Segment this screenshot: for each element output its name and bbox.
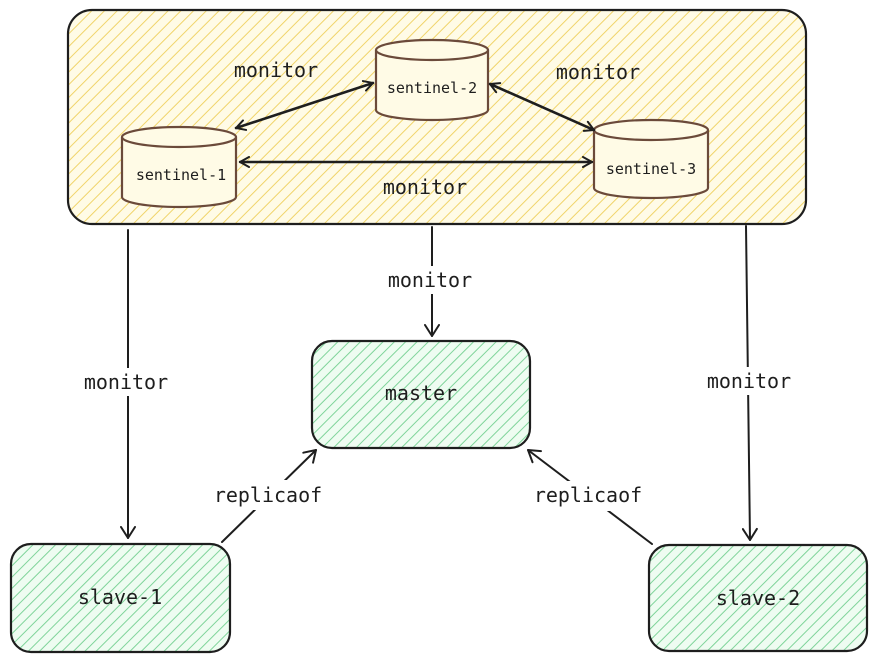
edge-label-s1-s3: monitor	[383, 175, 467, 199]
slave-2-label: slave-2	[716, 586, 800, 610]
master-label: master	[385, 381, 457, 405]
sentinel-3-label: sentinel-3	[606, 160, 696, 178]
sentinel-2-node: sentinel-2	[374, 38, 490, 122]
edge-s1-s2	[234, 80, 375, 131]
slave-1-label: slave-1	[78, 585, 162, 609]
sentinel-1-node: sentinel-1	[120, 125, 238, 209]
slave-1-node: slave-1	[9, 542, 232, 654]
sentinel-1-label: sentinel-1	[136, 166, 226, 184]
edge-label-group-slave-2: monitor	[707, 369, 791, 393]
master-node: master	[310, 339, 532, 450]
sentinel-2-label: sentinel-2	[387, 79, 477, 97]
edge-label-slave-1-master: replicaof	[214, 483, 322, 507]
edge-label-group-master: monitor	[388, 268, 472, 292]
edge-label-slave-2-master: replicaof	[534, 483, 642, 507]
edge-label-s2-s3: monitor	[556, 60, 640, 84]
edge-s2-s3	[488, 82, 596, 132]
edge-label-group-slave-1: monitor	[84, 370, 168, 394]
slave-2-node: slave-2	[647, 543, 869, 653]
edge-label-s1-s2: monitor	[234, 58, 318, 82]
sentinel-3-node: sentinel-3	[592, 118, 710, 200]
